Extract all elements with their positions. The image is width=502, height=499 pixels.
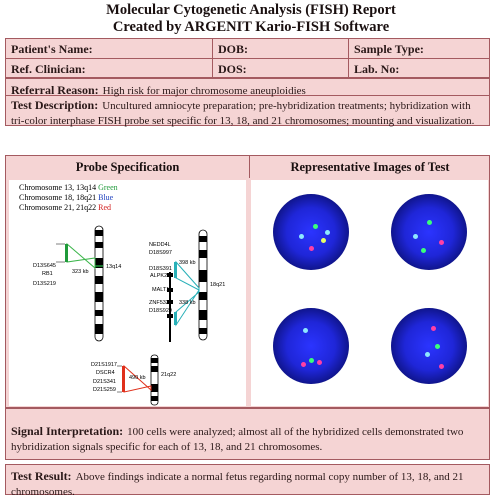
chr18-marker-2: D18S997 — [149, 250, 172, 256]
dob-field: DOB: — [213, 39, 349, 58]
dos-field: DOS: — [213, 59, 349, 79]
ref-clinician-field: Ref. Clinician: — [6, 59, 213, 79]
referral-reason-row: Referral Reason: High risk for major chr… — [6, 79, 489, 97]
test-description-label: Test Description: — [11, 98, 99, 112]
signal-interpretation-value: 100 cells were analyzed; almost all of t… — [11, 426, 464, 453]
chr21-ideogram — [117, 354, 159, 406]
patient-row-2: Ref. Clinician: DOS: Lab. No: — [6, 59, 489, 79]
signal-interpretation-label: Signal Interpretation: — [11, 424, 124, 438]
probe-ideogram-diagram — [56, 225, 208, 406]
chr18-size-top: 398 kb — [179, 260, 196, 266]
test-result-label: Test Result: — [11, 469, 72, 483]
chr21-size: 490 kb — [129, 375, 146, 381]
sample-type-field: Sample Type: — [354, 42, 424, 56]
chr18-marker-4: ALPK2 — [150, 273, 168, 279]
chr18-marker-6: ZNF532 — [149, 300, 169, 306]
chr18-marker-1: NEDD4L — [149, 242, 171, 248]
chr18-marker-5: MALT1 — [152, 287, 170, 293]
chr13-marker-3: D13S219 — [33, 281, 56, 287]
fish-images-panel — [251, 180, 488, 406]
probe-key-18: Chromosome 18, 18q21 Blue — [19, 193, 114, 202]
chr21-band: 21q22 — [161, 372, 177, 378]
fish-cell-image-1 — [273, 194, 349, 270]
probe-spec-panel: Chromosome 13, 13q14 Green Chromosome 18… — [9, 180, 246, 406]
probe-key-13: Chromosome 13, 13q14 Green — [19, 183, 118, 192]
patient-info-table: Patient's Name: DOB: Sample Type: Ref. C… — [5, 38, 490, 79]
chr13-band: 13q14 — [106, 264, 122, 270]
report-title-line2: Created by ARGENIT Kario-FISH Software — [112, 19, 390, 35]
referral-reason-value: High risk for major chromosome aneuploid… — [102, 85, 306, 97]
chr18-marker-7: D18S929 — [149, 308, 172, 314]
test-info-box: Referral Reason: High risk for major chr… — [5, 78, 490, 127]
chr18-ideogram — [167, 229, 208, 342]
patient-row-1: Patient's Name: DOB: Sample Type: — [6, 39, 489, 59]
chr13-marker-1: D13S645 — [33, 263, 56, 269]
signal-interpretation-box: Signal Interpretation: 100 cells were an… — [5, 408, 490, 460]
chr21-marker-2: DSCR4 — [96, 370, 115, 376]
chr18-band: 18q21 — [210, 282, 226, 288]
probe-key-21: Chromosome 21, 21q22 Red — [19, 203, 111, 212]
chr13-size: 323 kb — [72, 269, 89, 275]
fish-cell-image-4 — [391, 308, 467, 384]
patient-name-field: Patient's Name: — [6, 39, 213, 58]
report-title-line1: Molecular Cytogenetic Analysis (FISH) Re… — [106, 2, 396, 18]
chr18-size-bottom: 338 kb — [179, 300, 196, 306]
chr13-marker-2: RB1 — [42, 271, 53, 277]
chr21-marker-3: D21S341 — [93, 379, 116, 385]
test-description-value: Uncultured amniocyte preparation; pre-hy… — [11, 100, 475, 127]
report-title: Molecular Cytogenetic Analysis (FISH) Re… — [0, 2, 502, 36]
probe-images-section: Probe Specification Representative Image… — [5, 155, 490, 408]
lab-no-field: Lab. No: — [354, 62, 400, 76]
probe-spec-header: Probe Specification — [6, 156, 250, 178]
chr21-marker-1: D21S1917 — [91, 362, 117, 368]
fish-cell-image-2 — [391, 194, 467, 270]
test-result-value: Above findings indicate a normal fetus r… — [11, 471, 464, 498]
chr13-ideogram — [56, 225, 104, 342]
chr18-marker-3: D18S391 — [149, 266, 172, 272]
referral-reason-label: Referral Reason: — [11, 83, 99, 97]
images-header: Representative Images of Test — [290, 160, 450, 174]
fish-cell-image-3 — [273, 308, 349, 384]
test-result-box: Test Result: Above findings indicate a n… — [5, 464, 490, 498]
test-description-row: Test Description: Uncultured amniocyte p… — [6, 96, 489, 130]
chr21-marker-4: D21S259 — [93, 387, 116, 393]
